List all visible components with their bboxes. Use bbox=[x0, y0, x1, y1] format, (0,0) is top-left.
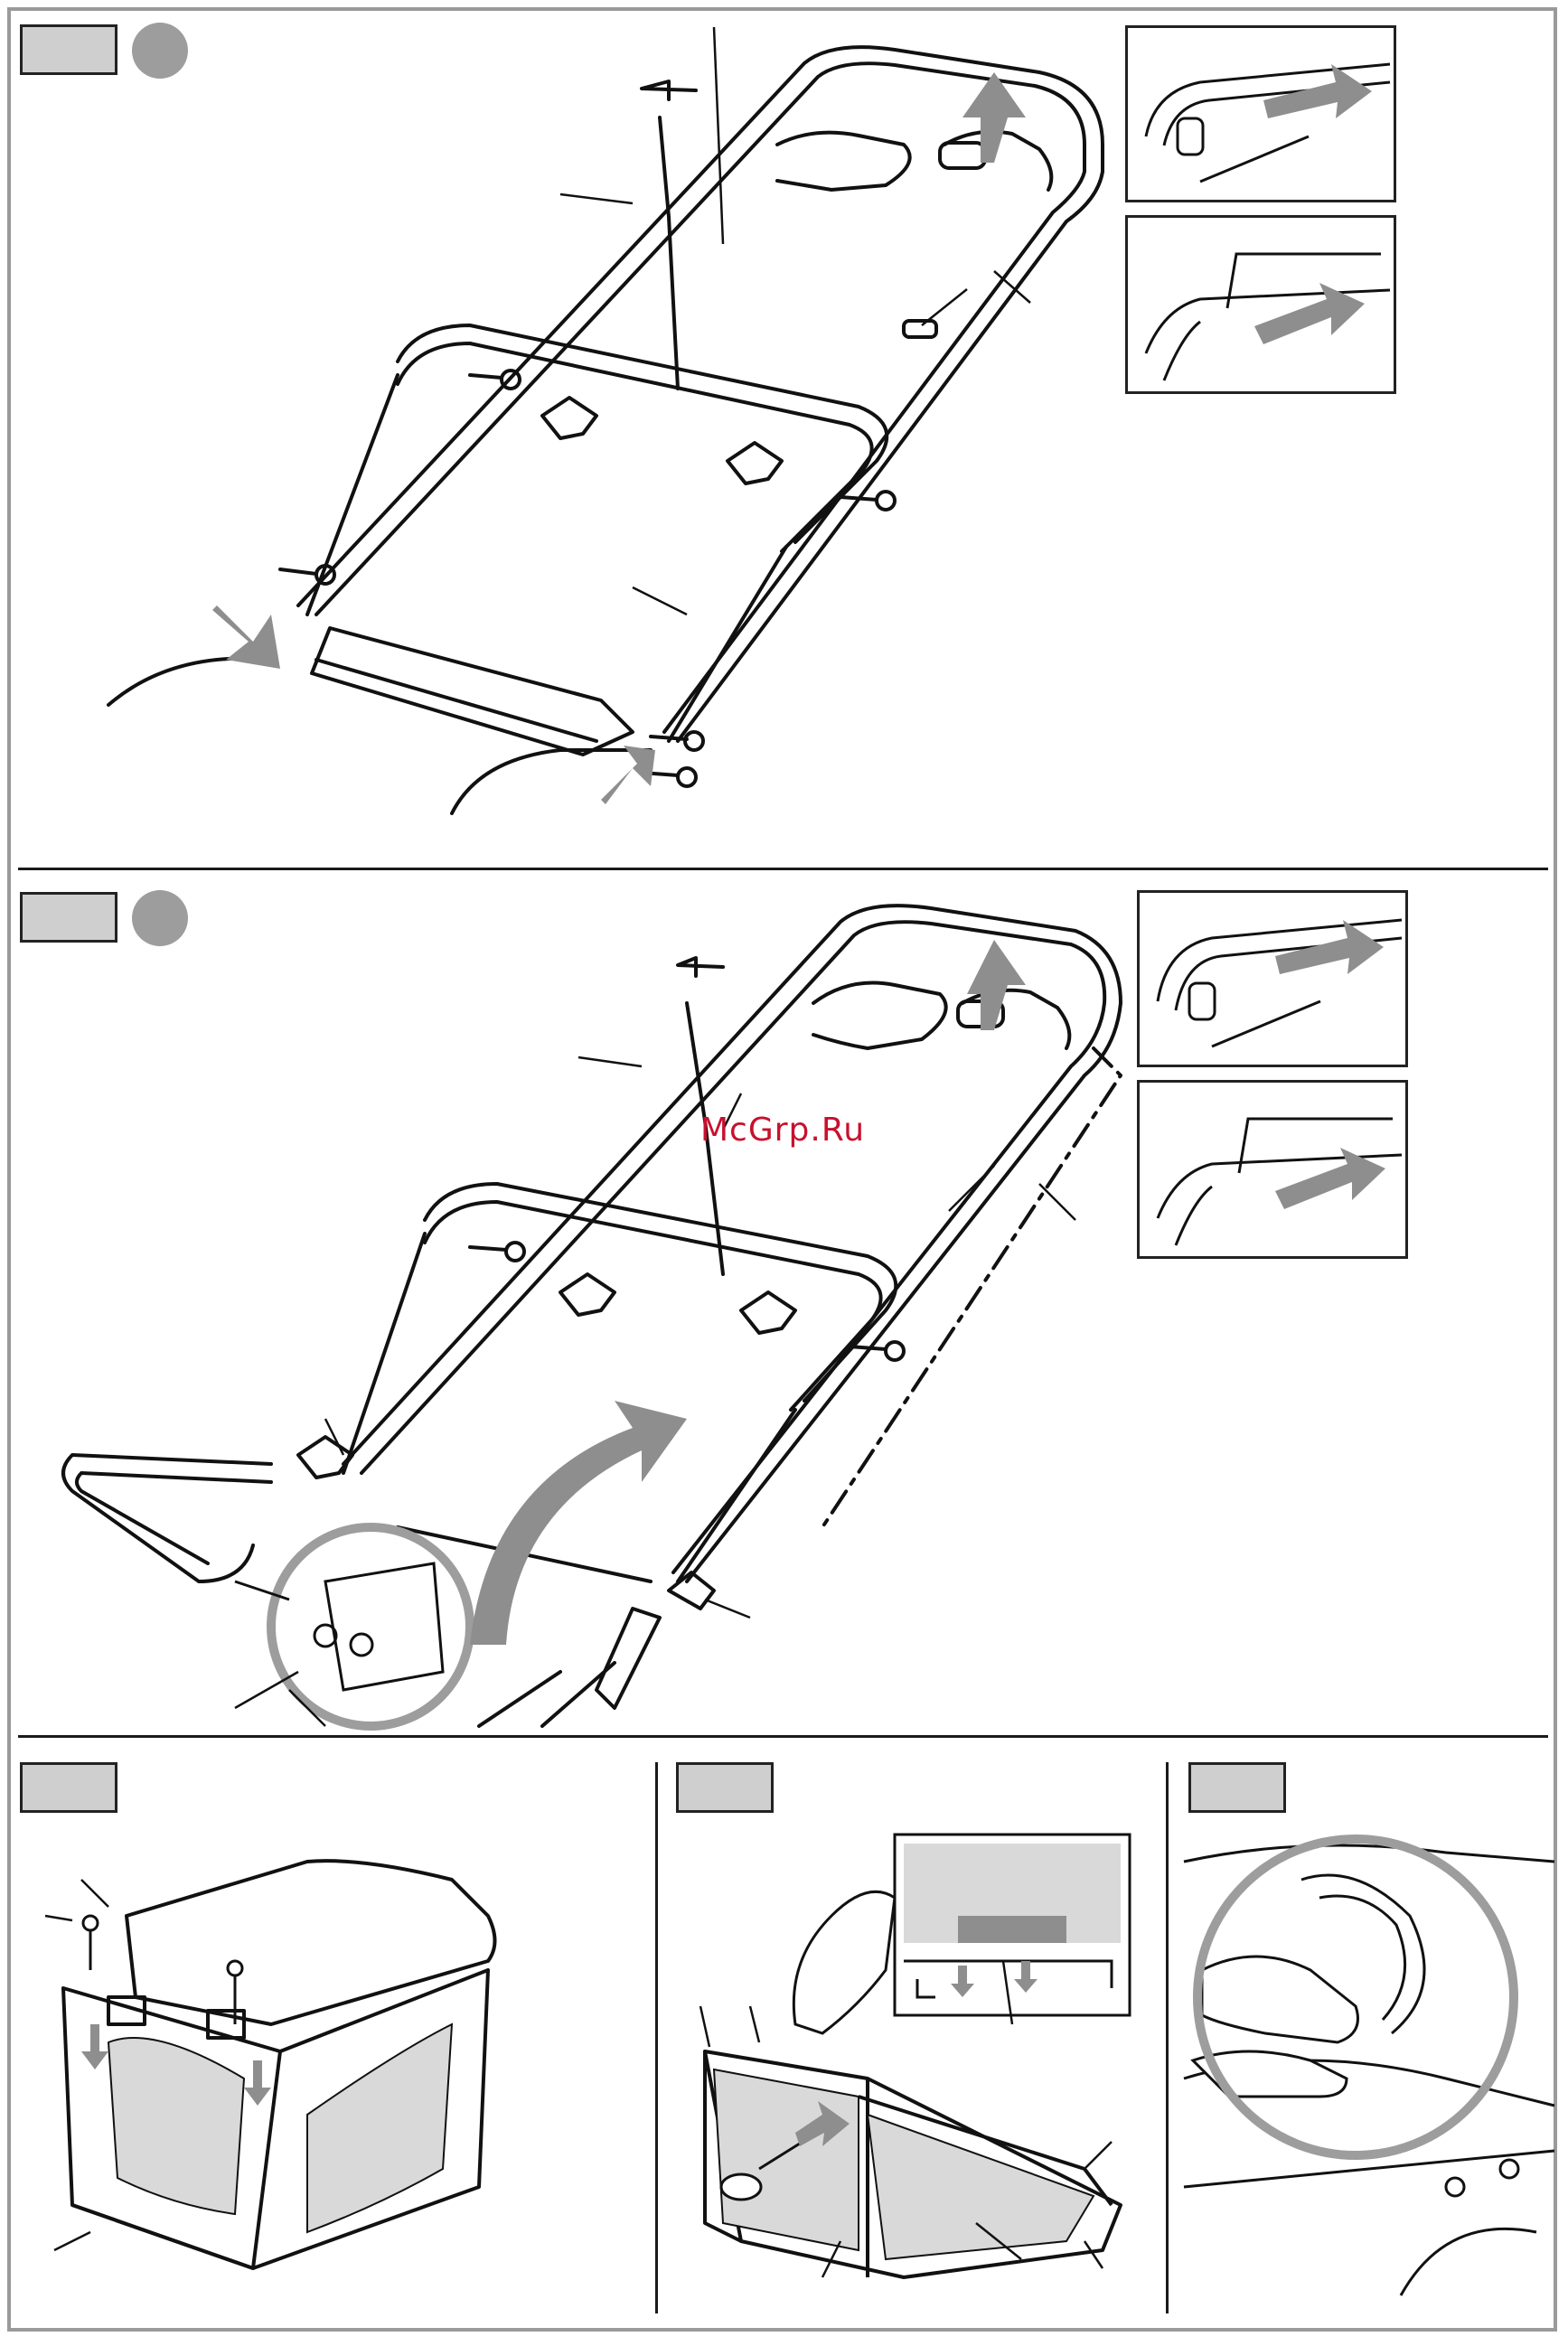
divider-2 bbox=[18, 1735, 1548, 1738]
detail-inset-bottom bbox=[1137, 1080, 1408, 1259]
grass-catcher-illustration bbox=[36, 1844, 615, 2295]
handle-grip-icon bbox=[1140, 893, 1405, 1065]
cable-clip-icon bbox=[1128, 218, 1394, 391]
handle-assembly-illustration-2 bbox=[54, 895, 1130, 1726]
watermark-text: McGrp.Ru bbox=[700, 1112, 865, 1149]
divider-1 bbox=[18, 868, 1548, 870]
step-label-box bbox=[1188, 1762, 1286, 1813]
cable-clip-icon bbox=[1140, 1083, 1405, 1256]
arrow-diagonal-icon bbox=[601, 746, 655, 804]
hand-icon bbox=[793, 1891, 895, 2033]
detail-inset-top bbox=[1137, 890, 1408, 1067]
catcher-hooking-illustration bbox=[1175, 1807, 1554, 2313]
fold-arrow-icon bbox=[470, 1401, 687, 1645]
divider-4 bbox=[1166, 1762, 1169, 2313]
catcher-frame-illustration bbox=[687, 1825, 1157, 2313]
detail-inset-bottom bbox=[1125, 215, 1396, 394]
arrow-up-icon bbox=[962, 72, 1026, 163]
detail-inset-top bbox=[1125, 25, 1396, 202]
divider-3 bbox=[655, 1762, 658, 2313]
handle-grip-icon bbox=[1128, 28, 1394, 200]
handle-assembly-illustration-1 bbox=[90, 27, 1130, 859]
step-label-box bbox=[676, 1762, 774, 1813]
step-label-box bbox=[20, 1762, 117, 1813]
